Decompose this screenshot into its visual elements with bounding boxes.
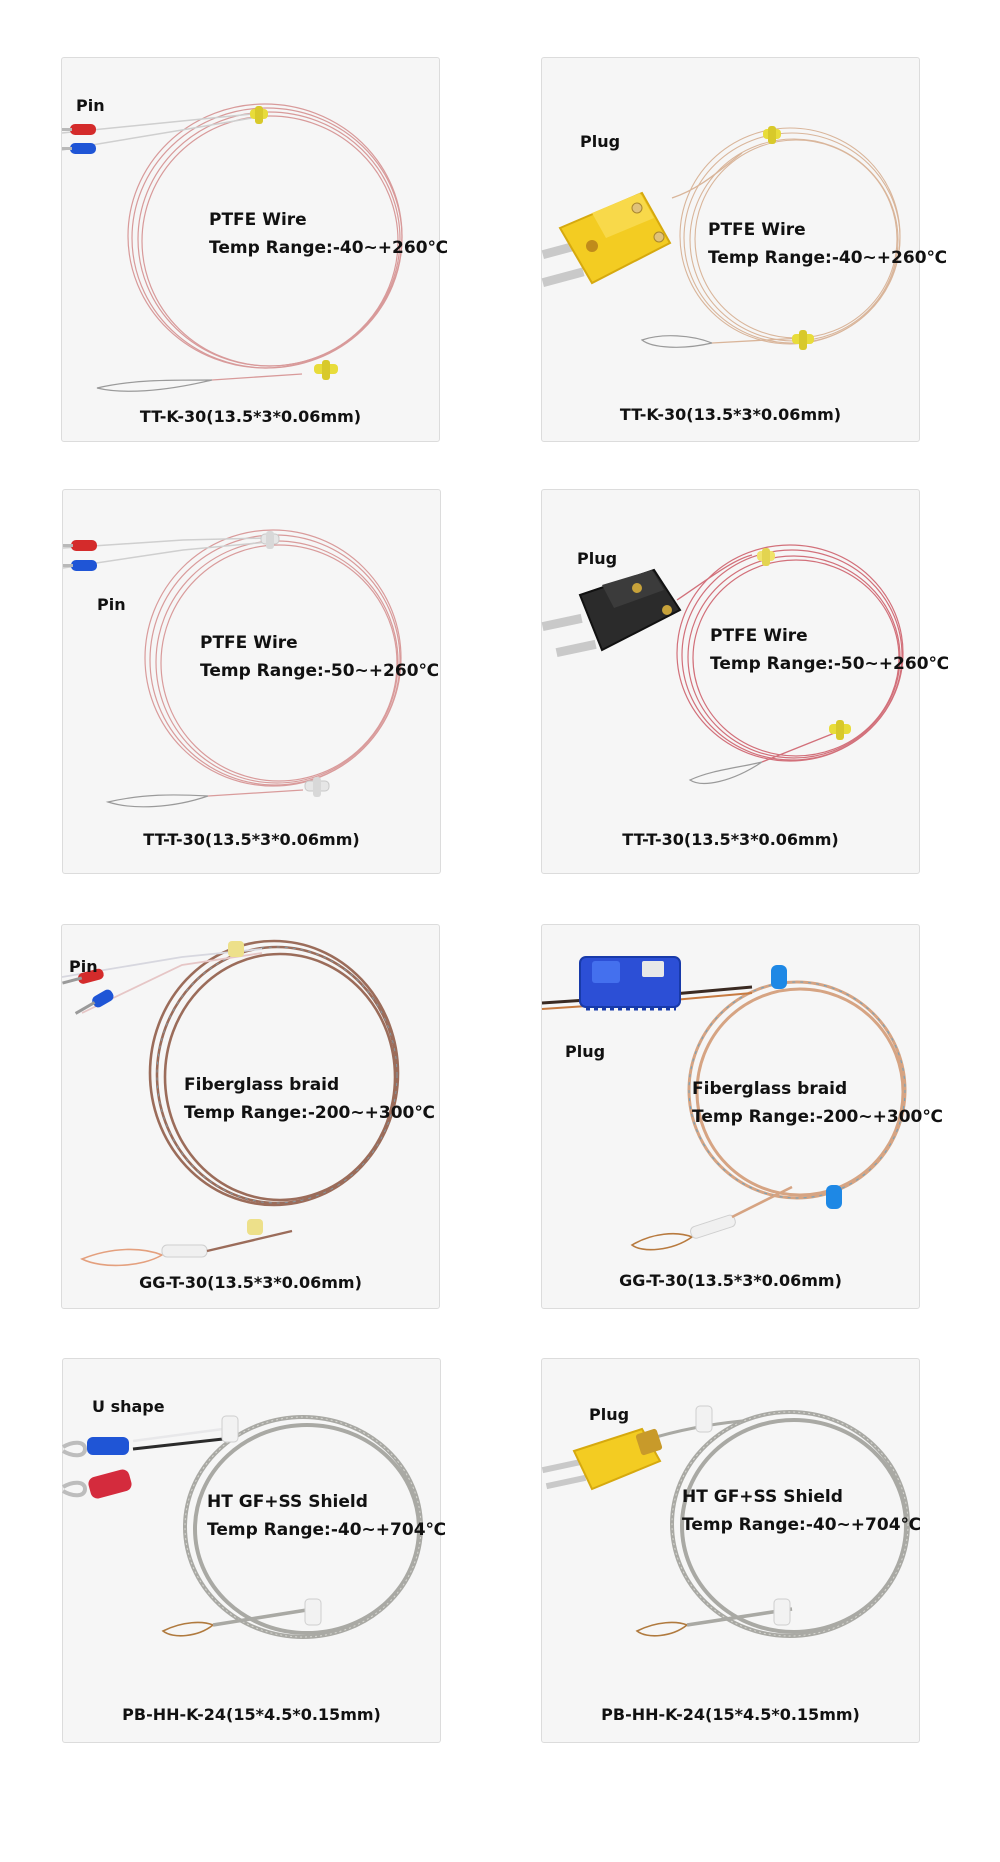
yellow-tie-icon xyxy=(829,720,851,740)
temp-range-label: Temp Range:-40~+704℃ xyxy=(207,1520,447,1540)
product-card-3: Pin PTFE Wire Temp Range:-50~+260℃ TT-T-… xyxy=(62,489,441,874)
yellow-tie-icon xyxy=(228,941,244,957)
product-card-8: Plug HT GF+SS Shield Temp Range:-40~+704… xyxy=(541,1358,922,1743)
white-tie-icon xyxy=(221,1415,239,1443)
temp-range-label: Temp Range:-200~+300℃ xyxy=(692,1107,943,1127)
model-caption: TT-T-30(13.5*3*0.06mm) xyxy=(143,830,360,849)
connector-label: Plug xyxy=(565,1042,606,1061)
model-caption: PB-HH-K-24(15*4.5*0.15mm) xyxy=(601,1705,860,1724)
product-card-2: Plug PTFE Wire Temp Range:-40~+260℃ TT-K… xyxy=(541,57,947,442)
temp-range-label: Temp Range:-40~+260℃ xyxy=(708,248,948,268)
connector-label: Pin xyxy=(76,96,105,115)
yellow-tie-icon xyxy=(757,548,775,566)
yellow-tie-icon xyxy=(314,360,338,380)
material-label: HT GF+SS Shield xyxy=(207,1492,368,1512)
model-caption: GG-T-30(13.5*3*0.06mm) xyxy=(619,1271,842,1290)
model-caption: PB-HH-K-24(15*4.5*0.15mm) xyxy=(122,1705,381,1724)
thermocouple-wire-coil-icon xyxy=(132,1415,423,1639)
material-label: HT GF+SS Shield xyxy=(682,1487,843,1507)
product-card-7: U shape HT GF+SS Shield Temp Range:-40~+… xyxy=(61,1358,446,1743)
mini-plug-connector-icon xyxy=(541,568,682,658)
product-card-4: Plug PTFE Wire Temp Range:-50~+260℃ TT-T… xyxy=(541,489,949,874)
temp-range-label: Temp Range:-40~+260℃ xyxy=(209,238,449,258)
yellow-tie-icon xyxy=(250,106,268,124)
thermocouple-wire-coil-icon xyxy=(62,529,402,808)
blue-pin-icon xyxy=(63,560,97,571)
model-caption: TT-K-30(13.5*3*0.06mm) xyxy=(139,407,362,426)
connector-label: U shape xyxy=(92,1397,165,1416)
connector-label: Pin xyxy=(69,957,98,976)
blue-pin-icon xyxy=(74,989,114,1015)
material-label: PTFE Wire xyxy=(209,210,307,230)
white-tie-icon xyxy=(304,1598,322,1626)
yellow-tie-icon xyxy=(763,126,781,144)
red-pin-icon xyxy=(62,968,104,985)
product-card-5: Pin Fiberglass braid Temp Range:-200~+30… xyxy=(61,924,440,1309)
spade-terminal-icon xyxy=(61,1437,132,1499)
temp-range-label: Temp Range:-40~+704℃ xyxy=(682,1515,922,1535)
temp-range-label: Temp Range:-200~+300℃ xyxy=(184,1103,435,1123)
red-pin-icon xyxy=(63,540,97,551)
yellow-tie-icon xyxy=(792,330,814,350)
connector-label: Plug xyxy=(577,549,618,568)
white-tie-icon xyxy=(260,531,280,549)
yellow-tie-icon xyxy=(247,1219,263,1235)
temp-range-label: Temp Range:-50~+260℃ xyxy=(710,654,950,674)
model-caption: TT-T-30(13.5*3*0.06mm) xyxy=(622,830,839,849)
material-label: Fiberglass braid xyxy=(184,1075,340,1095)
material-label: PTFE Wire xyxy=(708,220,806,240)
mini-plug-connector-icon xyxy=(541,191,672,288)
thermocouple-wire-coil-icon xyxy=(61,103,403,392)
thermocouple-wire-coil-icon xyxy=(676,544,904,785)
blue-tie-icon xyxy=(826,1185,842,1209)
material-label: PTFE Wire xyxy=(710,626,808,646)
blue-tie-icon xyxy=(771,965,787,989)
thermocouple-wire-coil-icon xyxy=(640,127,901,348)
blue-pin-icon xyxy=(62,143,96,154)
connector-label: Pin xyxy=(97,595,126,614)
product-card-1: Pin PTFE Wire Temp Range:-40~+260℃ TT-K-… xyxy=(61,57,448,442)
material-label: Fiberglass braid xyxy=(692,1079,848,1099)
red-pin-icon xyxy=(62,124,96,135)
connector-label: Plug xyxy=(589,1405,630,1424)
model-caption: TT-K-30(13.5*3*0.06mm) xyxy=(619,405,842,424)
temp-range-label: Temp Range:-50~+260℃ xyxy=(200,661,440,681)
white-tie-icon xyxy=(304,777,330,797)
connector-label: Plug xyxy=(580,132,621,151)
product-card-6: Plug Fiberglass braid Temp Range:-200~+3… xyxy=(541,924,943,1309)
model-caption: GG-T-30(13.5*3*0.06mm) xyxy=(139,1273,362,1292)
material-label: PTFE Wire xyxy=(200,633,298,653)
mini-plug-connector-icon xyxy=(541,1427,663,1491)
white-tie-icon xyxy=(695,1405,713,1433)
white-tie-icon xyxy=(773,1598,791,1626)
mini-plug-connector-icon xyxy=(579,956,681,1011)
